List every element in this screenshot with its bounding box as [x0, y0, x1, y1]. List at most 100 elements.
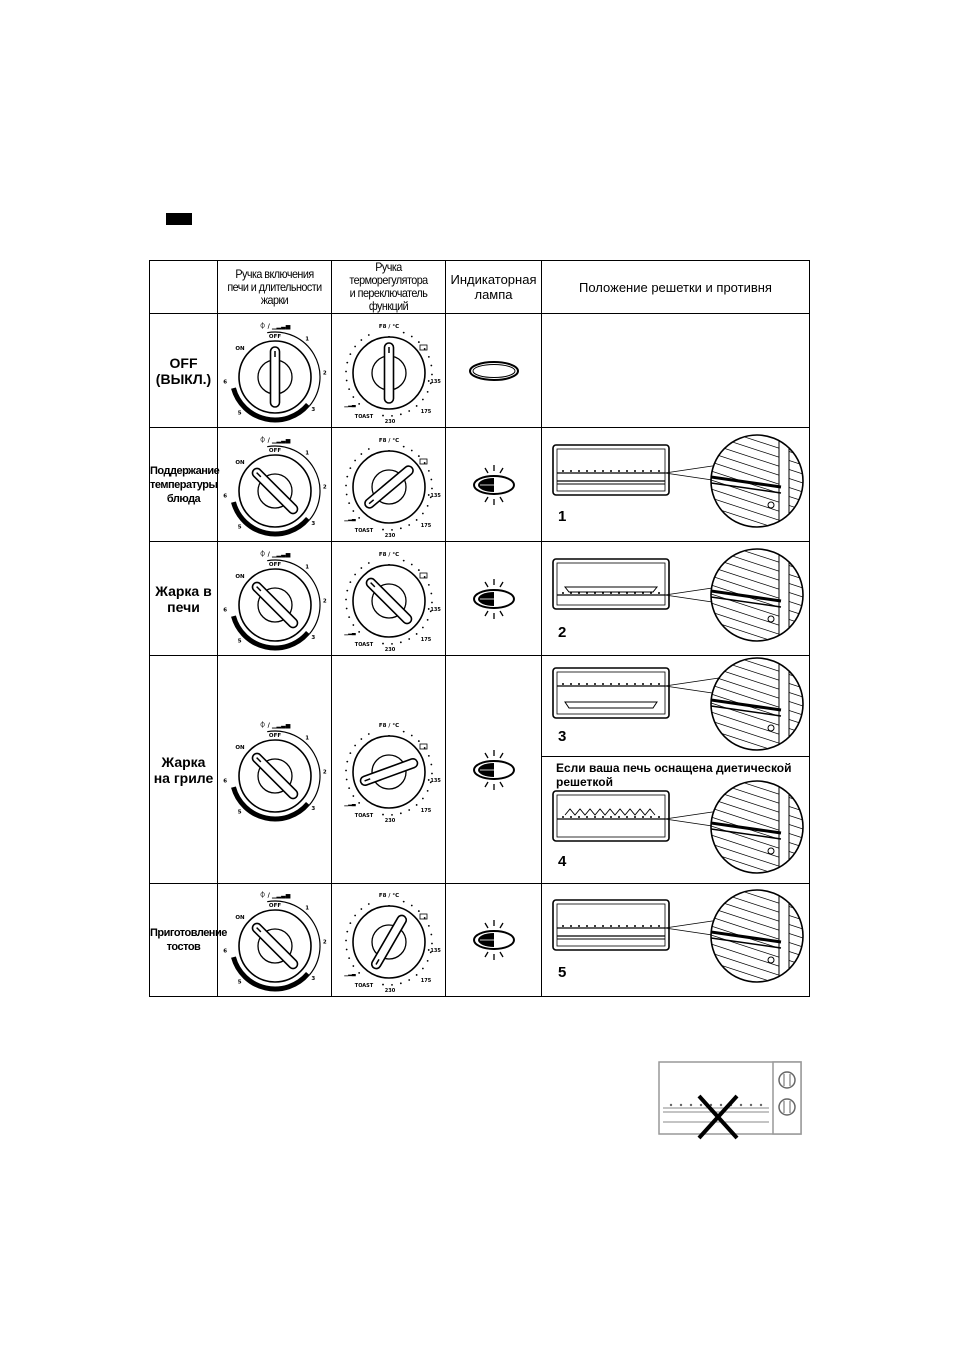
- mode-name: тостов: [166, 941, 201, 953]
- svg-text:2: 2: [322, 598, 326, 604]
- lamp-cell: [445, 541, 542, 656]
- mode-name: (ВЫКЛ.): [155, 370, 212, 387]
- incorrect-tray-placement-illustration: [658, 1061, 802, 1140]
- mode-name-cell: OFF(ВЫКЛ.): [149, 313, 218, 428]
- timer-knob-icon: ⏀ / ▁▂▃▅OFFON0123456: [223, 550, 326, 650]
- timer-knob-icon: ⏀ / ▁▂▃▅OFFON0123456: [223, 721, 326, 821]
- header-empty-cell: [149, 260, 218, 314]
- timer-knob-icon: ⏀ / ▁▂▃▅OFFON0123456: [223, 436, 326, 536]
- svg-text:⏀ / ▁▂▃▅: ⏀ / ▁▂▃▅: [259, 322, 290, 330]
- svg-text:•135: •135: [427, 778, 441, 784]
- svg-text:230: 230: [384, 988, 395, 994]
- position-number: 5: [558, 964, 567, 981]
- timer-knob-cell: ⏀ / ▁▂▃▅OFFON0123456: [217, 313, 332, 428]
- mode-name: Жарка в: [155, 582, 212, 599]
- mode-name: Приготовление: [150, 927, 227, 939]
- svg-text:5: 5: [237, 638, 241, 644]
- position-number: 3: [558, 728, 567, 745]
- svg-text:5: 5: [237, 524, 241, 530]
- svg-text:6: 6: [223, 493, 227, 499]
- svg-text:6: 6: [223, 778, 227, 784]
- svg-text:▁▂▃: ▁▂▃: [343, 971, 356, 977]
- position-number: 4: [558, 853, 567, 870]
- mode-name: температуры: [150, 478, 218, 491]
- mode-row-off: OFF(ВЫКЛ.) ⏀ / ▁▂▃▅OFFON0123456 F8 / °C0…: [149, 313, 810, 428]
- diet-rack-note: Если ваша печь оснащена диетической реше…: [556, 761, 792, 789]
- svg-text:ON: ON: [235, 460, 245, 466]
- rack-position-4: Если ваша печь оснащена диетической реше…: [542, 757, 809, 883]
- svg-text:F8 / °C: F8 / °C: [378, 893, 398, 899]
- svg-text:•135: •135: [427, 493, 441, 499]
- lamp-on-icon: [472, 578, 515, 619]
- rack-position-cell: [541, 313, 810, 428]
- svg-text:F8 / °C: F8 / °C: [378, 723, 398, 729]
- timer-knob-cell: ⏀ / ▁▂▃▅OFFON0123456: [217, 883, 332, 997]
- svg-text:•135: •135: [427, 948, 441, 954]
- svg-text:OFF: OFF: [268, 448, 280, 454]
- header-text: Ручка терморегулятора: [349, 260, 428, 287]
- svg-text:1: 1: [305, 564, 309, 570]
- svg-text:OFF: OFF: [268, 334, 280, 340]
- lamp-cell: [445, 313, 542, 428]
- header-text: печи и длительности: [227, 279, 322, 294]
- svg-text:3: 3: [311, 806, 315, 812]
- lamp-cell: [445, 655, 542, 884]
- svg-text:TOAST: TOAST: [354, 528, 373, 534]
- svg-text:⏀ / ▁▂▃▅: ⏀ / ▁▂▃▅: [259, 891, 290, 899]
- rack-position-1-illustration: [551, 433, 804, 528]
- lamp-on-icon: [472, 749, 515, 790]
- svg-text:TOAST: TOAST: [354, 813, 373, 819]
- svg-text:3: 3: [311, 635, 315, 641]
- svg-text:2: 2: [322, 769, 326, 775]
- mode-name: Жарка: [161, 753, 206, 770]
- svg-text:2: 2: [322, 484, 326, 490]
- svg-text:230: 230: [384, 533, 395, 539]
- svg-text:175: 175: [420, 808, 431, 814]
- header-text: Положение решетки и противня: [579, 279, 772, 295]
- svg-text:5: 5: [237, 410, 241, 416]
- header-text: Ручка включения: [235, 266, 314, 281]
- svg-text:2: 2: [322, 370, 326, 376]
- svg-text:3: 3: [311, 976, 315, 982]
- svg-text:1: 1: [305, 336, 309, 342]
- position-number: 2: [558, 624, 567, 641]
- timer-knob-icon: ⏀ / ▁▂▃▅OFFON0123456: [223, 891, 326, 992]
- svg-text:OFF: OFF: [268, 562, 280, 568]
- svg-text:F8 / °C: F8 / °C: [378, 438, 398, 444]
- mode-name: печи: [167, 598, 200, 615]
- svg-text:ON: ON: [235, 346, 245, 352]
- mode-name: на гриле: [153, 769, 214, 786]
- svg-text:⏀ / ▁▂▃▅: ⏀ / ▁▂▃▅: [259, 436, 290, 444]
- svg-text:6: 6: [223, 607, 227, 613]
- header-text: жарки: [260, 292, 289, 307]
- mode-name: Поддержание: [150, 464, 220, 477]
- svg-text:1: 1: [305, 906, 309, 912]
- svg-text:6: 6: [223, 948, 227, 954]
- header-text: лампа: [474, 287, 513, 302]
- rack-position-cell: 5: [541, 883, 810, 997]
- svg-text:F8 / °C: F8 / °C: [378, 552, 398, 558]
- svg-text:•135: •135: [427, 379, 441, 385]
- rack-position-2-illustration: [551, 547, 804, 642]
- timer-knob-cell: ⏀ / ▁▂▃▅OFFON0123456: [217, 427, 332, 542]
- svg-text:5: 5: [237, 979, 241, 985]
- svg-text:ON: ON: [235, 745, 245, 751]
- lamp-cell: [445, 427, 542, 542]
- svg-text:TOAST: TOAST: [354, 642, 373, 648]
- svg-text:1: 1: [305, 735, 309, 741]
- rack-position-3: 3: [542, 656, 809, 757]
- mode-name: блюда: [166, 492, 201, 505]
- svg-text:6: 6: [223, 379, 227, 385]
